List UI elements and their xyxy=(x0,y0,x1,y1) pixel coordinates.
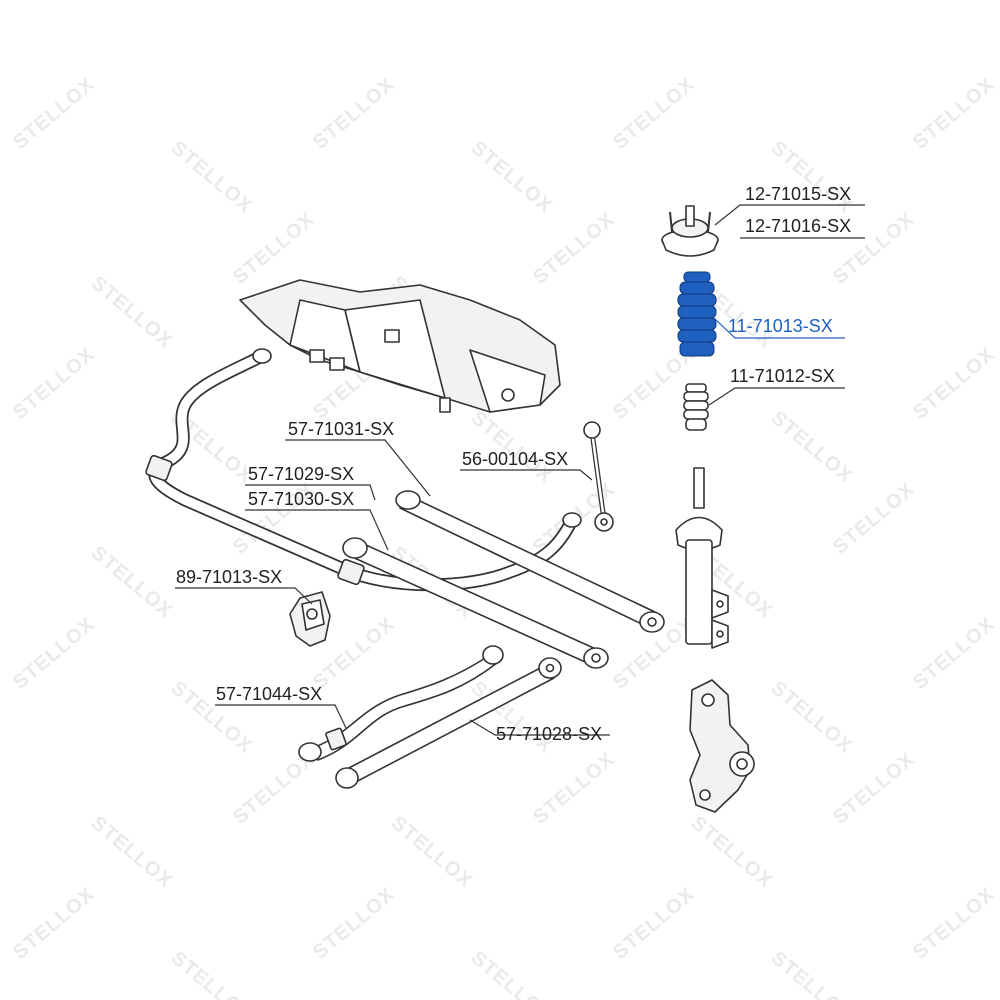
bump-stop[interactable] xyxy=(683,383,709,431)
subframe-crossmember[interactable] xyxy=(239,279,561,413)
watermark-text: STELLOX xyxy=(87,812,177,893)
watermark-text: STELLOX xyxy=(467,407,557,488)
stabilizer-bar[interactable] xyxy=(145,348,582,592)
watermark-text: STELLOX xyxy=(829,748,919,829)
part-label-11-71012[interactable]: 11-71012-SX xyxy=(730,366,835,386)
lateral-link-57-71028[interactable] xyxy=(335,657,562,789)
watermark-text: STELLOX xyxy=(9,613,99,694)
strut-top-mount[interactable] xyxy=(661,205,719,257)
watermark-text: STELLOX xyxy=(609,73,699,154)
watermark-text: STELLOX xyxy=(909,613,999,694)
watermark-text: STELLOX xyxy=(609,883,699,964)
part-label-56-00104[interactable]: 56-00104-SX xyxy=(462,449,568,469)
part-label-11-71013-highlighted[interactable]: 11-71013-SX xyxy=(728,316,833,336)
watermark-text: STELLOX xyxy=(467,137,557,218)
stabilizer-bushing-bracket[interactable] xyxy=(289,591,331,647)
control-arm-57-71031[interactable] xyxy=(395,490,665,633)
part-label-57-71030[interactable]: 57-71030-SX xyxy=(248,489,354,509)
part-label-57-71029[interactable]: 57-71029-SX xyxy=(248,464,354,484)
watermark-text: STELLOX xyxy=(9,883,99,964)
leader-lines xyxy=(175,204,865,736)
watermark-text: STELLOX xyxy=(687,812,777,893)
watermark-text: STELLOX xyxy=(529,208,619,289)
watermark-text: STELLOX xyxy=(87,272,177,353)
control-arm-57-71029[interactable] xyxy=(342,537,609,669)
watermark-layer: STELLOXSTELLOXSTELLOXSTELLOXSTELLOXSTELL… xyxy=(9,73,999,1000)
watermark-text: STELLOX xyxy=(9,73,99,154)
watermark-text: STELLOX xyxy=(87,542,177,623)
watermark-text: STELLOX xyxy=(167,947,257,1000)
watermark-text: STELLOX xyxy=(309,73,399,154)
watermark-text: STELLOX xyxy=(767,677,857,758)
dust-boot-highlighted[interactable] xyxy=(677,271,717,357)
part-label-57-71031[interactable]: 57-71031-SX xyxy=(288,419,394,439)
part-label-57-71028[interactable]: 57-71028-SX xyxy=(496,724,602,744)
watermark-text: STELLOX xyxy=(909,343,999,424)
part-label-57-71044[interactable]: 57-71044-SX xyxy=(216,684,322,704)
watermark-text: STELLOX xyxy=(909,883,999,964)
watermark-text: STELLOX xyxy=(167,137,257,218)
watermark-text: STELLOX xyxy=(829,478,919,559)
stabilizer-link[interactable] xyxy=(583,421,614,532)
watermark-text: STELLOX xyxy=(9,343,99,424)
watermark-text: STELLOX xyxy=(387,812,477,893)
part-labels: 12-71015-SX 12-71016-SX 11-71013-SX 11-7… xyxy=(176,184,851,744)
watermark-text: STELLOX xyxy=(767,407,857,488)
shock-absorber[interactable] xyxy=(675,467,729,649)
part-label-12-71016[interactable]: 12-71016-SX xyxy=(745,216,851,236)
steering-knuckle[interactable] xyxy=(689,679,755,813)
lateral-link-57-71044[interactable] xyxy=(298,645,504,762)
part-label-12-71015[interactable]: 12-71015-SX xyxy=(745,184,851,204)
watermark-text: STELLOX xyxy=(909,73,999,154)
part-label-89-71013[interactable]: 89-71013-SX xyxy=(176,567,282,587)
watermark-text: STELLOX xyxy=(529,748,619,829)
watermark-text: STELLOX xyxy=(767,947,857,1000)
watermark-text: STELLOX xyxy=(229,208,319,289)
watermark-text: STELLOX xyxy=(309,883,399,964)
watermark-text: STELLOX xyxy=(467,947,557,1000)
